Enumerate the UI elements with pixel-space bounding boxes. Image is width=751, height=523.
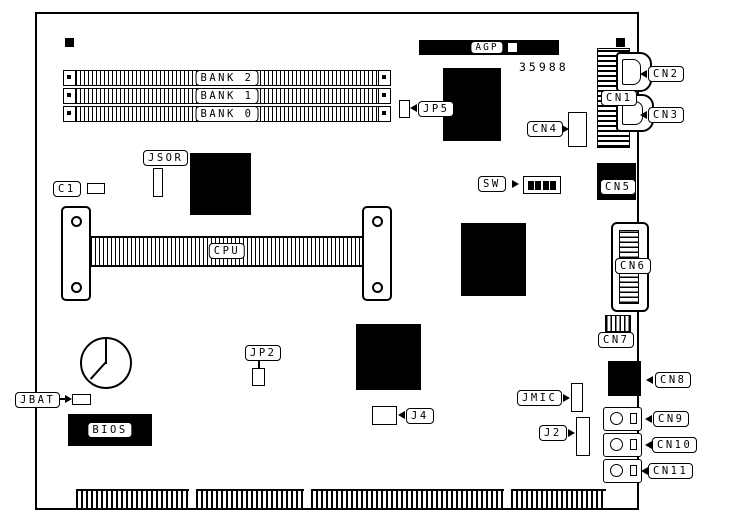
pointer-icon [640, 70, 647, 78]
edge-connector [511, 489, 606, 508]
cpu-label: CPU [208, 243, 246, 259]
ic-chip-south [356, 324, 421, 390]
j4-label: J4 [406, 408, 434, 424]
pointer-icon [563, 394, 570, 402]
cn10-connector [603, 433, 642, 457]
cn9-connector [603, 407, 642, 431]
leader-line [58, 398, 68, 400]
dimm-latch-icon [378, 70, 391, 86]
cn11-connector [603, 459, 642, 483]
bank2-label: BANK 2 [195, 70, 259, 86]
dip-block [549, 180, 556, 190]
corner-mark-left [65, 38, 74, 47]
pointer-icon [568, 429, 575, 437]
jack-ring-icon [610, 412, 623, 425]
dimm-latch-icon [63, 88, 76, 104]
pointer-icon [410, 104, 417, 112]
c1-label: C1 [53, 181, 81, 197]
dimm-latch-icon [378, 106, 391, 122]
mounting-hole-icon [71, 216, 82, 227]
jbat-label: JBAT [15, 392, 61, 408]
jp2-header [252, 368, 265, 386]
edge-connector [76, 489, 189, 508]
jack-tab [630, 465, 637, 476]
c1-header [87, 183, 105, 194]
dip-block [542, 180, 549, 190]
bios-label: BIOS [87, 422, 133, 438]
dsub-inner [622, 59, 641, 85]
pointer-icon [641, 467, 648, 475]
cpu-slot [89, 236, 365, 267]
ic-chip-middle [461, 223, 526, 296]
jack-ring-icon [610, 438, 623, 451]
pointer-icon [65, 395, 72, 403]
edge-connector [311, 489, 504, 508]
jack-ring-icon [610, 464, 623, 477]
jp5-label: JP5 [418, 101, 455, 117]
cn9-label: CN9 [653, 411, 690, 427]
pointer-icon [562, 125, 569, 133]
leader-line [258, 361, 260, 368]
pointer-icon [640, 111, 647, 119]
jbat-header [72, 394, 91, 405]
cpu-bracket-right [362, 206, 392, 301]
sw-label: SW [478, 176, 506, 192]
dimm-latch-icon [378, 88, 391, 104]
cn1-label: CN1 [601, 90, 638, 106]
cn2-label: CN2 [648, 66, 685, 82]
agp-slot-notch [508, 43, 517, 52]
pointer-icon [645, 441, 652, 449]
cn10-label: CN10 [652, 437, 698, 453]
mounting-hole-icon [372, 282, 383, 293]
pointer-icon [645, 415, 652, 423]
bank1-label: BANK 1 [195, 88, 259, 104]
dip-block [535, 180, 542, 190]
corner-mark-right [616, 38, 625, 47]
cn8-connector [608, 361, 641, 396]
cn11-label: CN11 [648, 463, 694, 479]
jsor-label: JSOR [143, 150, 189, 166]
jack-tab [630, 413, 637, 424]
cn7-connector [605, 315, 631, 332]
jmic-label: JMIC [517, 390, 563, 406]
battery-icon [80, 337, 132, 389]
cn4-label: CN4 [527, 121, 564, 137]
jmic-header [571, 383, 583, 412]
j2-header [576, 417, 590, 456]
mounting-hole-icon [71, 282, 82, 293]
dip-block [528, 180, 534, 190]
agp-label: AGP [470, 41, 504, 54]
cn5-label: CN5 [600, 179, 637, 195]
jp5-header [399, 100, 410, 118]
ic-chip-left [190, 153, 251, 215]
dimm-latch-icon [63, 70, 76, 86]
jp2-label: JP2 [245, 345, 282, 361]
pointer-icon [646, 376, 653, 384]
cn3-label: CN3 [648, 107, 685, 123]
bank0-label: BANK 0 [195, 106, 259, 122]
sw-dip-switch [523, 176, 561, 194]
jack-tab [630, 439, 637, 450]
board-part-number: 35988 [519, 60, 569, 74]
jsor-header [153, 168, 163, 197]
cn4-header [568, 112, 587, 147]
mounting-hole-icon [372, 216, 383, 227]
dimm-latch-icon [63, 106, 76, 122]
edge-connector [196, 489, 304, 508]
cpu-bracket-left [61, 206, 91, 301]
pointer-icon [398, 411, 405, 419]
cn6-label: CN6 [615, 258, 652, 274]
pointer-icon [512, 180, 519, 188]
j2-label: J2 [539, 425, 567, 441]
cn7-label: CN7 [598, 332, 635, 348]
cn8-label: CN8 [655, 372, 692, 388]
j4-header [372, 406, 397, 425]
